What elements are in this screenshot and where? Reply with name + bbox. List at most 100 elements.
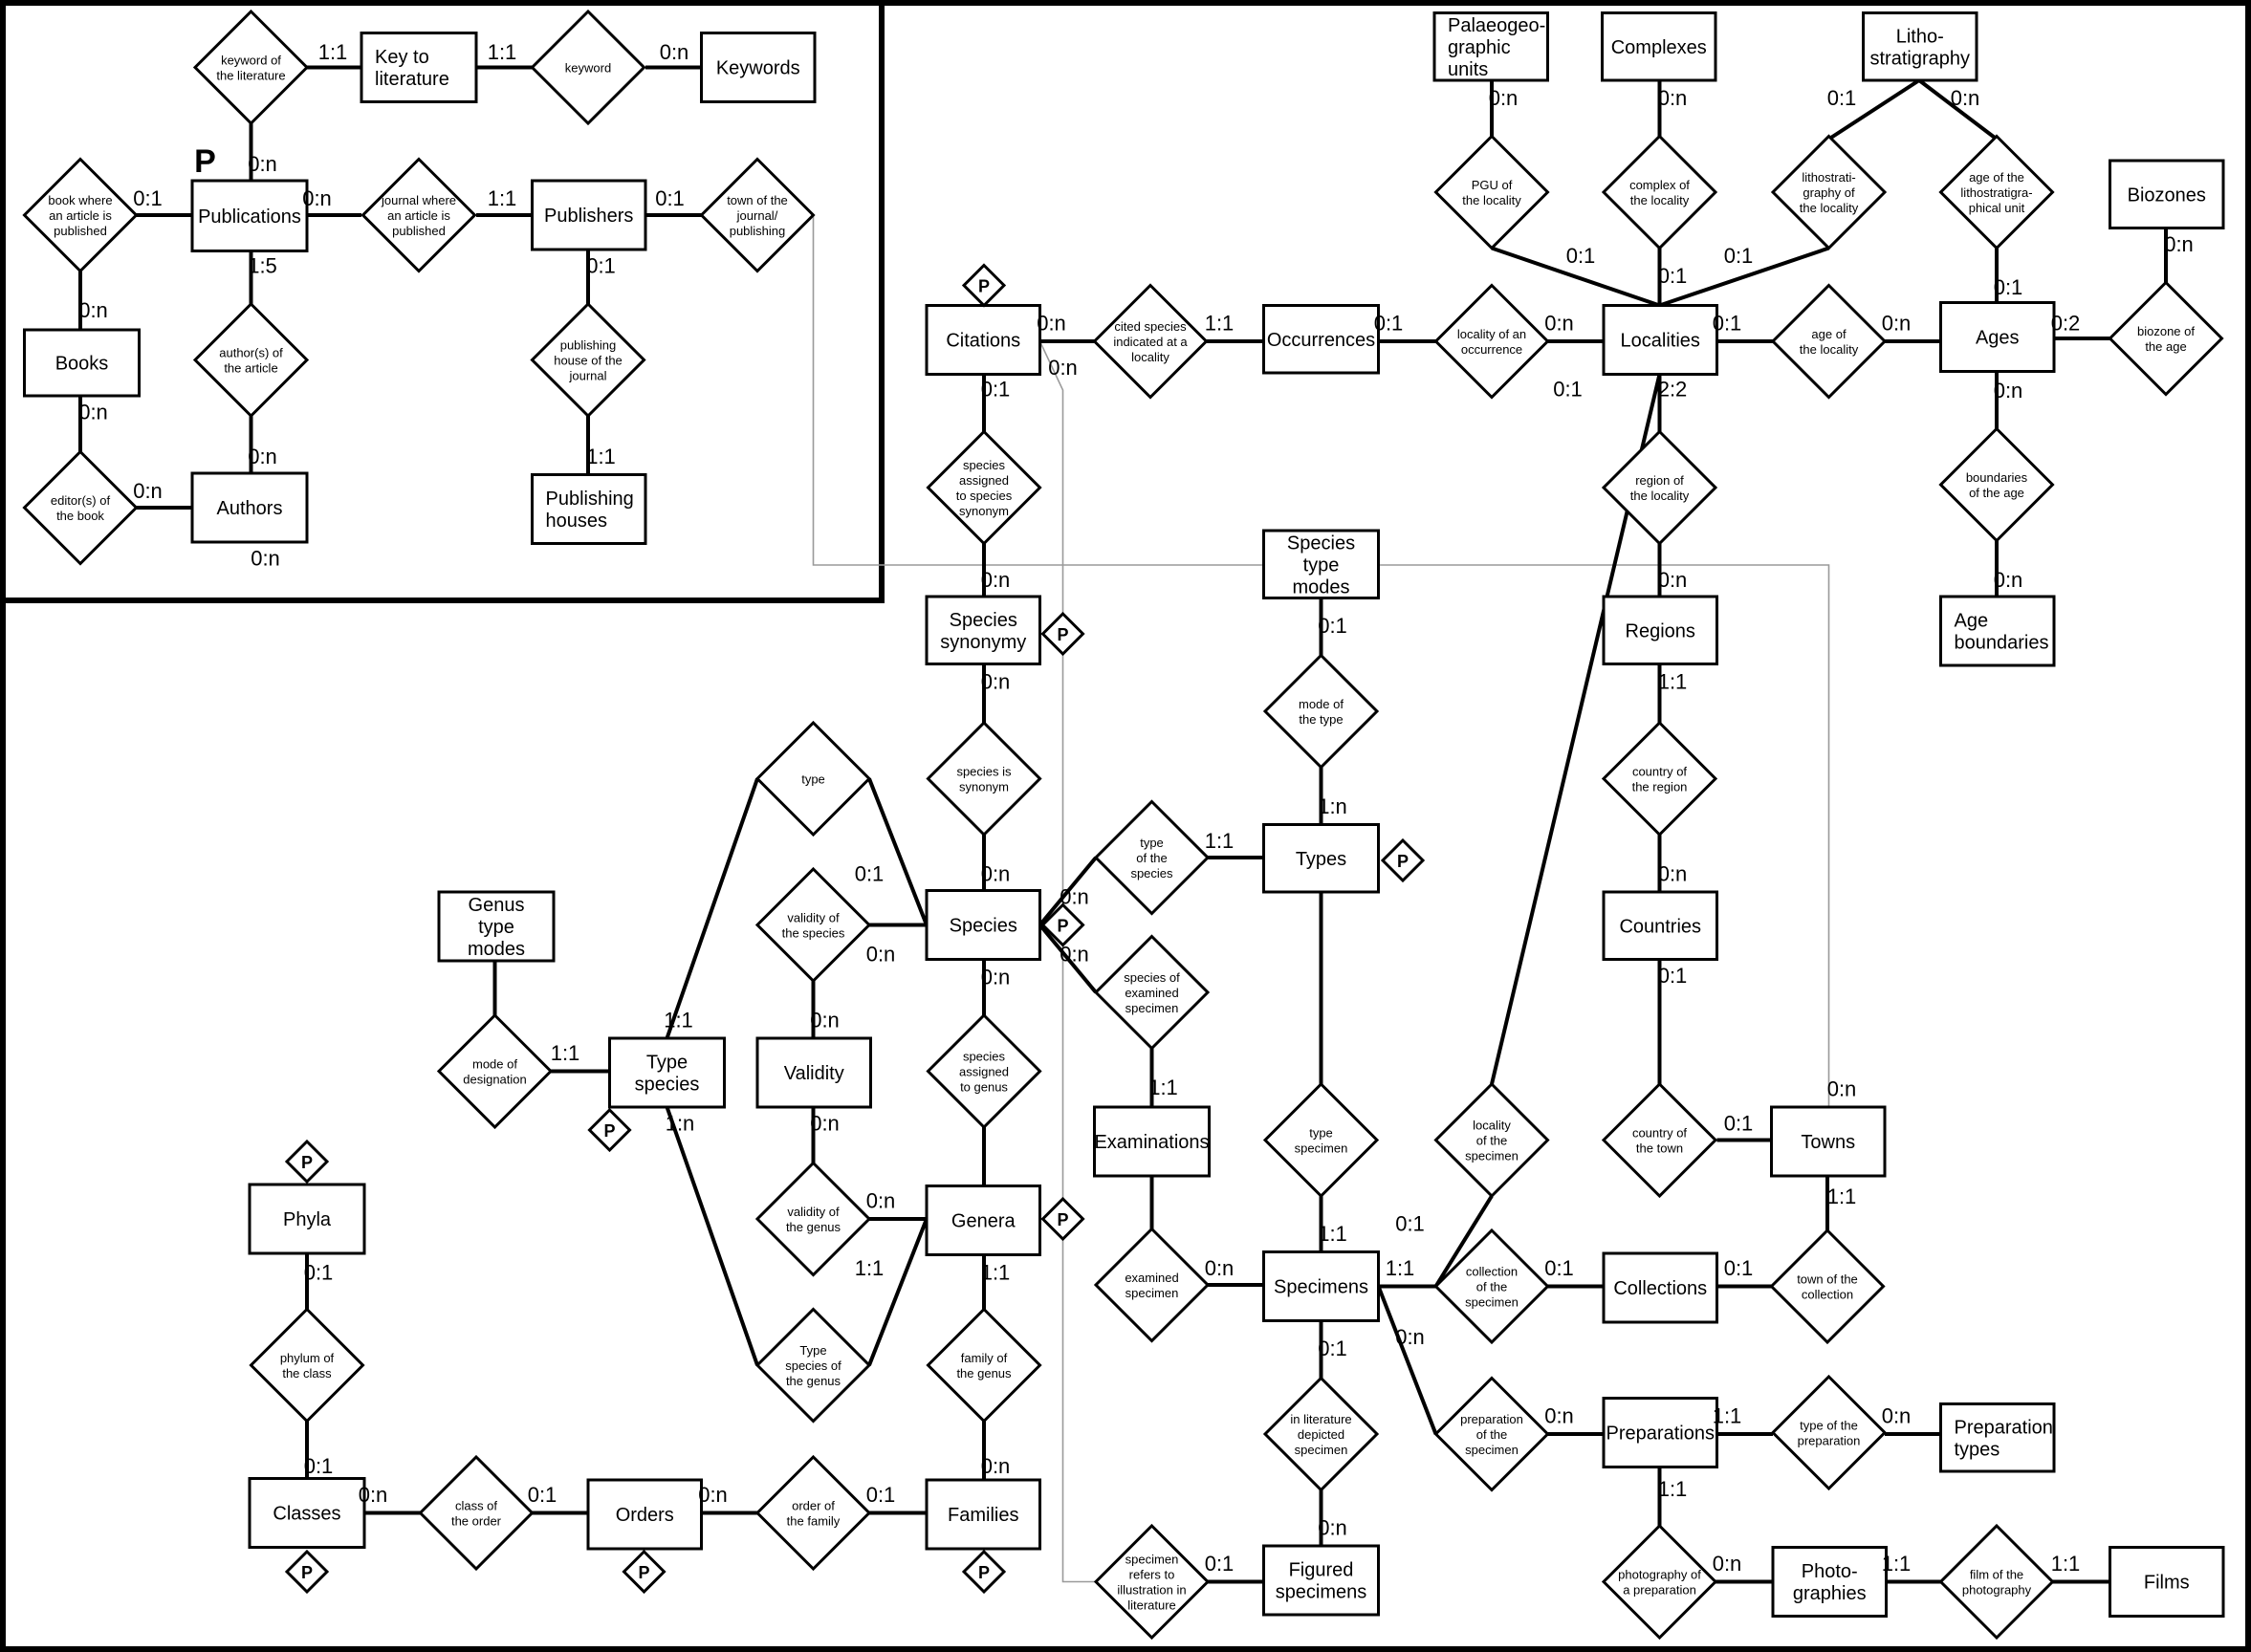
entity-books[interactable]: Books [23,328,141,398]
entity-ages[interactable]: Ages [1939,301,2056,373]
entity-preparations[interactable]: Preparations [1602,1397,1718,1468]
cardinality-label: 0:n [866,943,896,967]
entity-classes[interactable]: Classes [248,1477,366,1549]
entity-photographies[interactable]: Photo-graphies [1771,1546,1888,1618]
entity-countries[interactable]: Countries [1602,890,1718,961]
entity-publishers[interactable]: Publishers [531,179,647,251]
entity-occurrences[interactable]: Occurrences [1262,304,1380,375]
entity-box [1939,1402,2056,1473]
entity-keywords[interactable]: Keywords [700,32,817,103]
entity-orders[interactable]: Orders [586,1478,703,1551]
connector-line [867,1218,929,1366]
relationship-diamond [418,1454,535,1572]
cardinality-label: 1:1 [488,186,517,210]
entity-types[interactable]: Types [1262,823,1380,894]
entity-complexes[interactable]: Complexes [1601,11,1717,82]
entity-species[interactable]: Species [925,889,1041,961]
entity-authors[interactable]: Authors [190,471,309,544]
entity-genera[interactable]: Genera [925,1185,1041,1256]
entity-examinations[interactable]: Examinations [1093,1105,1211,1178]
entity-phyla[interactable]: Phyla [248,1183,366,1255]
relationship-label: examined [1125,1271,1178,1285]
relationship-photo-preparation[interactable]: photography ofa preparation [1601,1523,1718,1641]
entity-citations[interactable]: Citations [925,304,1041,376]
relationship-keyword[interactable]: keyword [530,9,646,126]
relationship-type-rel[interactable]: type [754,720,872,837]
entity-collections[interactable]: Collections [1602,1251,1718,1324]
relationship-label: class of [455,1499,497,1513]
entity-publications[interactable]: Publications [190,179,309,252]
relationship-label: biozone of [2137,324,2195,338]
entity-films[interactable]: Films [2109,1546,2225,1618]
entity-label: graphic [1448,37,1511,58]
relationship-diamond [754,1161,872,1277]
entity-biozones[interactable]: Biozones [2109,159,2225,229]
entity-towns[interactable]: Towns [1770,1105,1887,1178]
entity-specimens[interactable]: Specimens [1262,1250,1380,1322]
cardinality-label: 0:1 [866,1483,896,1507]
cardinality-label: 1:n [666,1112,695,1136]
entity-validity[interactable]: Validity [755,1036,872,1109]
entity-regions[interactable]: Regions [1602,595,1718,665]
entity-families[interactable]: Families [925,1478,1041,1551]
entity-lithostrat[interactable]: Litho-stratigraphy [1862,11,1978,82]
entity-localities[interactable]: Localities [1602,304,1718,376]
primary-key-marker: P [1040,1196,1085,1242]
connector-line [1658,246,1830,308]
entity-box [1262,1544,1380,1617]
